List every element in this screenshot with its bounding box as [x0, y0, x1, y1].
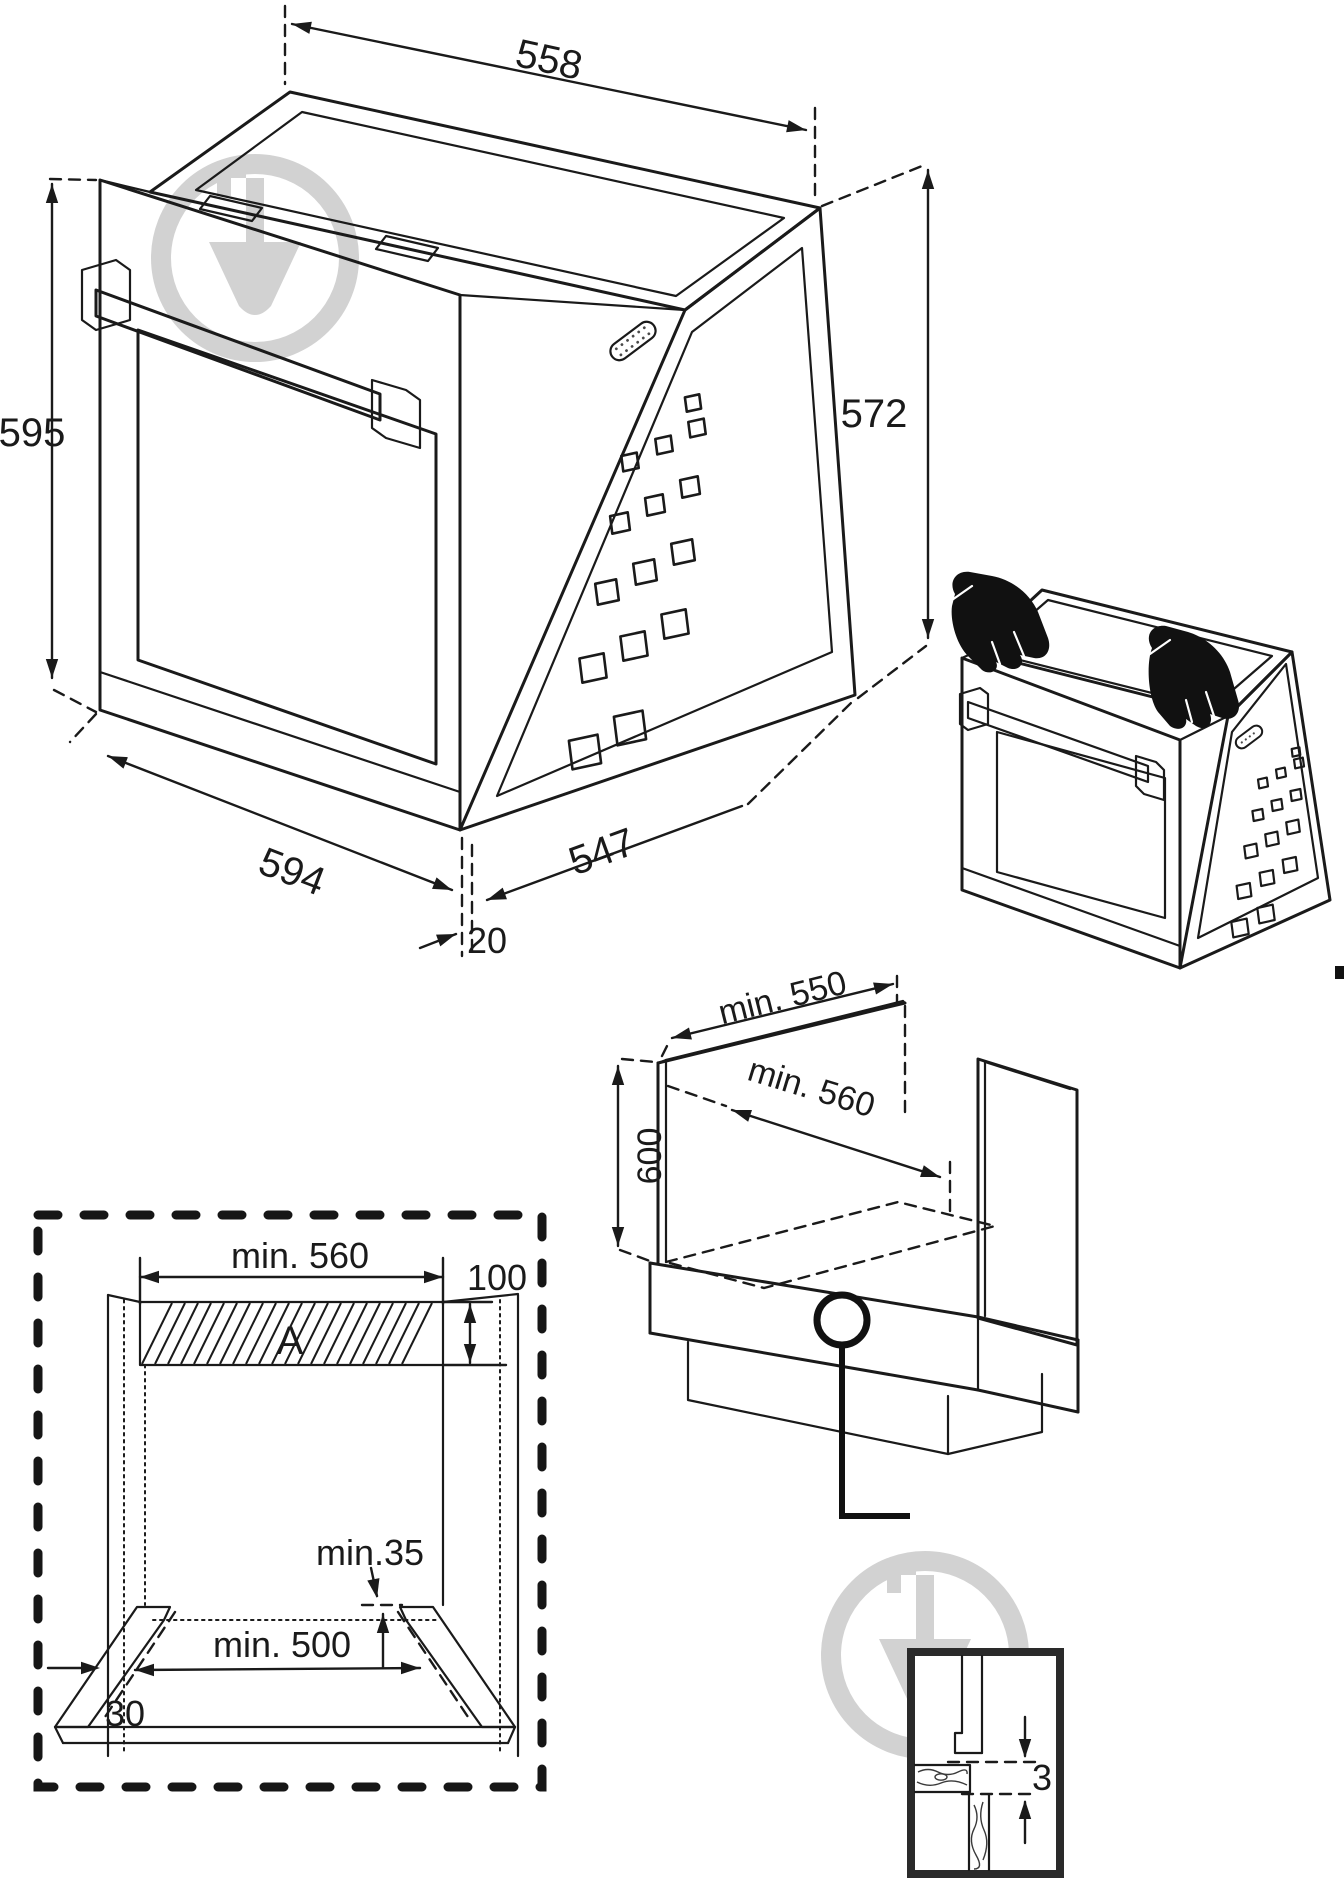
dim-line-front-width [106, 754, 454, 892]
dim-rear-clearance: min.35 [316, 1532, 424, 1573]
right-panel [976, 1057, 1079, 1347]
small-oven-front-face [960, 656, 1182, 970]
oven-door-seam [98, 670, 462, 794]
lower-panel-section [967, 1793, 991, 1872]
left-panel-top-edge [664, 999, 905, 1062]
dim-front-offset: 20 [467, 920, 507, 961]
cabinet-niche-drawing: min. 550 min. 560 600 [616, 964, 1080, 1519]
oven-side-inset [495, 246, 834, 798]
witness-line [618, 1248, 652, 1263]
dim-line-top-width [290, 22, 808, 132]
panel-cap [656, 1058, 668, 1065]
worktop-section [913, 1763, 972, 1794]
small-oven-handle-bar [966, 700, 1150, 784]
hidden-niche-floor [661, 1200, 996, 1290]
plinth [686, 1340, 950, 1456]
base-edge [506, 1725, 517, 1745]
small-oven-vent-diamonds [1230, 746, 1306, 939]
witness-line [856, 644, 928, 700]
plinth-right [946, 1372, 1044, 1456]
niche-cutout-drawing: A min. 560 100 min.35 min. 500 30 [33, 1210, 547, 1792]
oven-handle-bar [94, 288, 382, 422]
main-oven-drawing: 558 595 572 594 20 547 [0, 4, 930, 961]
oven-side-face [458, 206, 857, 832]
dim-front-height: 595 [0, 411, 65, 455]
witness-line [620, 1057, 657, 1064]
frame-edge [98, 178, 152, 194]
base-edge [53, 1725, 65, 1745]
frame-edge [458, 293, 687, 312]
wall-top-edge [441, 1292, 520, 1304]
dim-side-gap: 30 [105, 1693, 145, 1734]
oven-top-grip-slot [374, 234, 440, 263]
dim-niche-width: min. 560 [231, 1235, 369, 1276]
panel-cap [901, 999, 907, 1005]
dim-top-width: 558 [512, 31, 587, 88]
witness-line [666, 1084, 728, 1108]
dim-depth: 547 [563, 820, 641, 884]
base-top-edge [648, 1261, 980, 1319]
oven-vent-diamonds [567, 392, 708, 771]
witness-line [746, 700, 854, 806]
dim-line-base-opening [133, 1666, 422, 1672]
oven-handle-left-cap [80, 258, 132, 332]
dim-line-depth [485, 804, 744, 902]
vent-area-label: A [277, 1319, 304, 1363]
dim-bottom-gap: 3 [1032, 1757, 1052, 1798]
dimension-arrowheads [45, 21, 1032, 1819]
vent-strip-hatch [141, 1302, 433, 1365]
small-oven-side-face [1178, 650, 1332, 970]
witness-line [660, 1038, 672, 1058]
oven-door-glass [136, 328, 438, 766]
base-support-left [53, 1605, 172, 1729]
dim-cabinet-height: 600 [631, 1128, 669, 1185]
oven-top-grip-slot [198, 194, 264, 223]
dim-front-width: 594 [253, 840, 331, 905]
left-panel-top-edge [656, 1001, 907, 1065]
dim-cabinet-width: min. 560 [744, 1051, 880, 1125]
dim-line-cabinet-width [730, 1108, 942, 1179]
hidden-edge [103, 1610, 177, 1719]
glove-icon [950, 571, 1050, 673]
witness-line [68, 712, 98, 744]
right-panel-inner-edge [983, 1060, 1072, 1091]
dashed-boundary [33, 1210, 547, 1792]
witness-line [52, 688, 98, 714]
panel-section-foot [953, 1731, 984, 1755]
detail-marker-circle [813, 1291, 871, 1349]
dim-body-height: 572 [841, 392, 908, 436]
dim-vent-height: 100 [467, 1257, 527, 1298]
crop-artifact [1335, 966, 1344, 979]
small-oven-door-glass [995, 730, 1167, 920]
small-oven-door-seam [960, 866, 1182, 948]
oven-handle-right-cap [370, 378, 422, 450]
glove-icon [1148, 625, 1240, 729]
base-bottom-edge [648, 1331, 980, 1392]
base-top-right-edge [976, 1315, 1080, 1342]
small-oven-side-inset [1196, 662, 1320, 940]
detail-leader-line [839, 1345, 910, 1519]
witness-line [48, 177, 98, 182]
wall-top-edge [106, 1293, 142, 1304]
oven-lifting-drawing [950, 571, 1332, 970]
oven-vent-capsule [609, 320, 657, 362]
dim-base-opening: min. 500 [213, 1624, 351, 1665]
base-bottom-right-edge [976, 1388, 1080, 1414]
witness-line [820, 164, 924, 208]
frame-edge [1178, 714, 1230, 742]
oven-top-inset [194, 110, 786, 298]
small-oven-vent-capsule [1234, 724, 1264, 750]
gap-detail-box: 3 [907, 1648, 1064, 1878]
dim-line-cabinet-depth [670, 982, 895, 1040]
base-support-right [398, 1605, 517, 1729]
hidden-edge [396, 1610, 470, 1719]
